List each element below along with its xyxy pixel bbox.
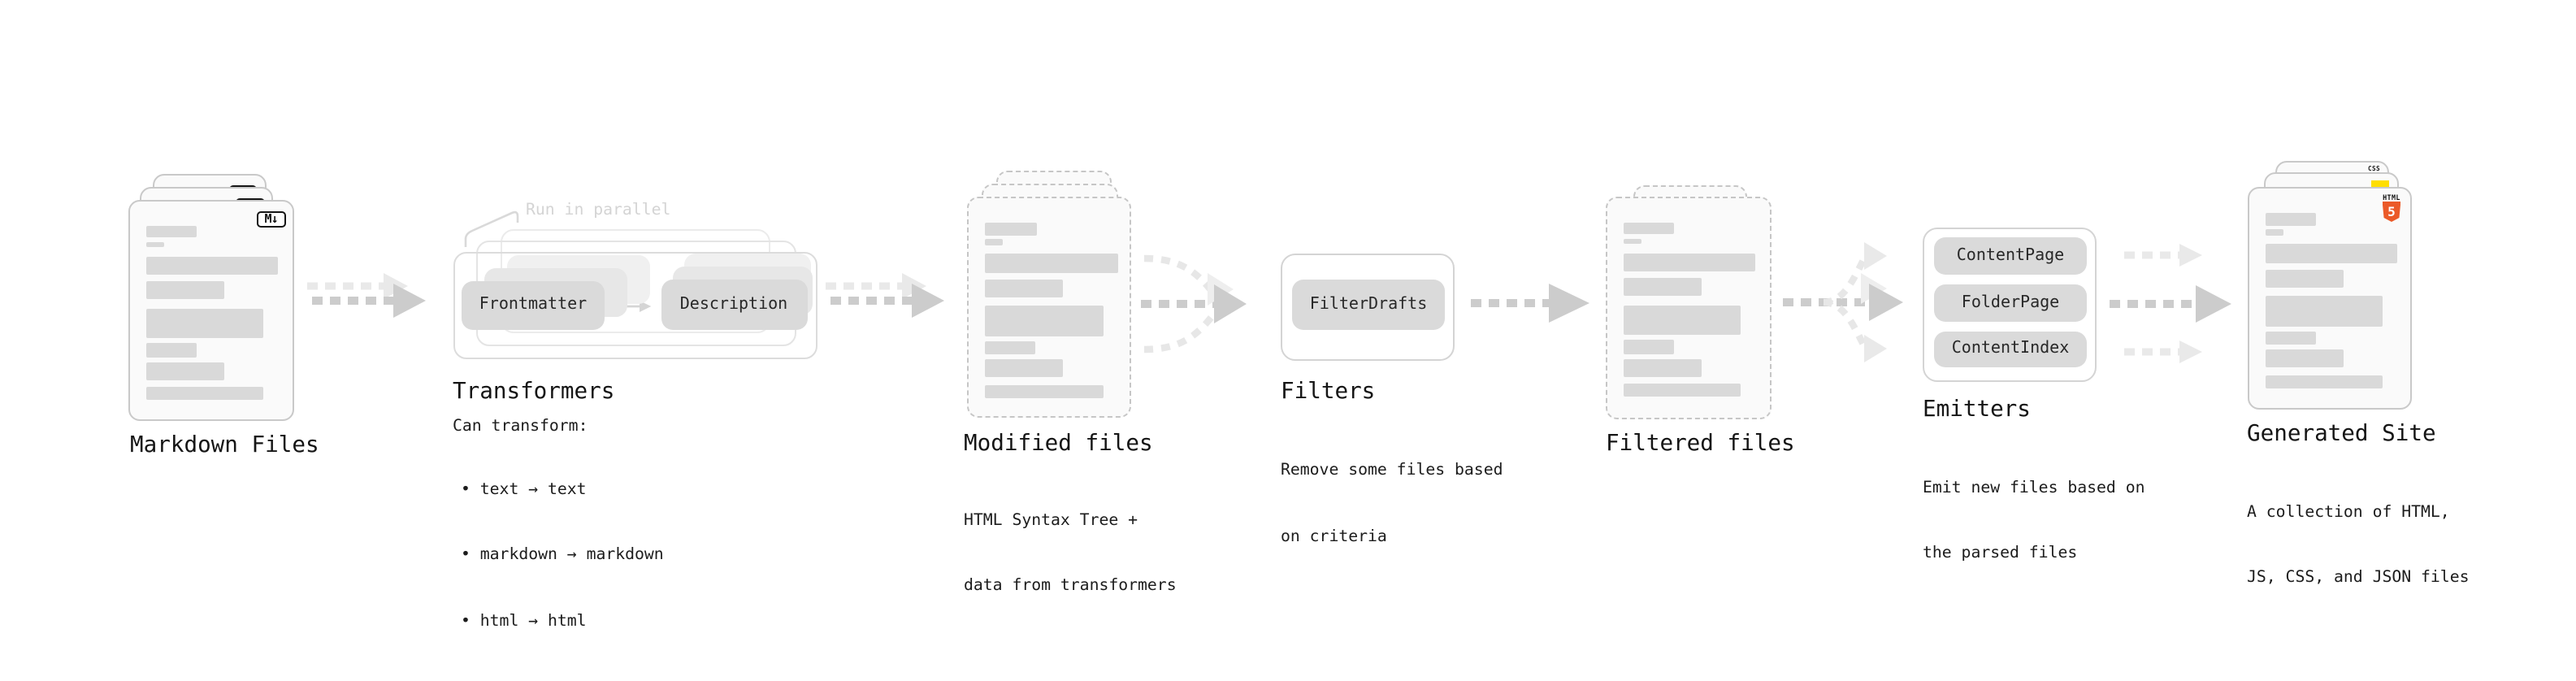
arrow-filtered-to-emitters bbox=[1783, 242, 1903, 362]
desc-line: JS, CSS, and JSON files bbox=[2247, 569, 2470, 587]
run-in-parallel-connector bbox=[464, 210, 519, 247]
arrow-markdown-to-transformers bbox=[307, 273, 426, 318]
emitters-desc: Emit new files based on the parsed files bbox=[1923, 433, 2145, 609]
emitter-pill-contentindex: ContentIndex bbox=[1934, 331, 2087, 367]
stage-label-transformers: Transformers bbox=[453, 379, 615, 405]
emitter-pill-folderpage: FolderPage bbox=[1934, 284, 2087, 321]
arrow-emitters-to-generated bbox=[2110, 244, 2231, 363]
run-in-parallel-annotation: Run in parallel bbox=[526, 202, 671, 219]
desc-line: HTML Syntax Tree + bbox=[964, 511, 1138, 529]
stage-label-generated-site: Generated Site bbox=[2247, 420, 2436, 446]
file-content-bars bbox=[969, 198, 1130, 415]
desc-line: data from transformers bbox=[964, 577, 1177, 595]
bullet-item: • markdown → markdown bbox=[461, 546, 664, 564]
stage-label-emitters: Emitters bbox=[1923, 396, 2031, 422]
stage-label-filters: Filters bbox=[1281, 378, 1376, 404]
file-content-bars bbox=[1607, 197, 1770, 417]
transformer-pill-frontmatter: Frontmatter bbox=[462, 280, 605, 329]
generated-site-desc: A collection of HTML, JS, CSS, and JSON … bbox=[2247, 458, 2470, 633]
stage-label-markdown-files: Markdown Files bbox=[130, 432, 319, 458]
file-content-bars bbox=[129, 201, 293, 419]
desc-line: Emit new files based on bbox=[1923, 479, 2145, 497]
transformers-bullet-list: • text → text • markdown → markdown • ht… bbox=[461, 435, 664, 676]
filter-pill-filterdrafts: FilterDrafts bbox=[1292, 279, 1445, 329]
filters-desc: Remove some files based on criteria bbox=[1281, 416, 1503, 592]
transformer-box-front bbox=[453, 252, 817, 359]
markdown-icon: M↓ bbox=[257, 210, 285, 228]
file-card bbox=[967, 197, 1131, 417]
file-card: M↓ bbox=[128, 199, 294, 421]
arrow-transformers-to-modified bbox=[826, 273, 944, 318]
transformer-pill-description: Description bbox=[661, 279, 807, 329]
desc-line: Remove some files based bbox=[1281, 462, 1503, 479]
desc-line: A collection of HTML, bbox=[2247, 503, 2450, 521]
arrow-filters-to-filtered bbox=[1471, 284, 1589, 323]
file-card bbox=[1605, 196, 1772, 419]
desc-line: on criteria bbox=[1281, 527, 1387, 545]
emitter-pill-contentpage: ContentPage bbox=[1934, 237, 2087, 274]
file-content-bars bbox=[2249, 189, 2410, 407]
bullet-item: • html → html bbox=[461, 612, 587, 630]
transformers-desc-title: Can transform: bbox=[453, 417, 588, 435]
stage-label-filtered-files: Filtered files bbox=[1606, 431, 1795, 457]
modified-files-desc: HTML Syntax Tree + data from transformer… bbox=[964, 466, 1177, 641]
desc-line: the parsed files bbox=[1923, 544, 2078, 562]
html5-icon: HTML 5 bbox=[2381, 193, 2402, 222]
file-card: HTML 5 bbox=[2247, 187, 2412, 409]
bullet-item: • text → text bbox=[461, 480, 587, 498]
arrow-modified-to-filters bbox=[1141, 254, 1247, 354]
stage-label-modified-files: Modified files bbox=[964, 431, 1153, 457]
